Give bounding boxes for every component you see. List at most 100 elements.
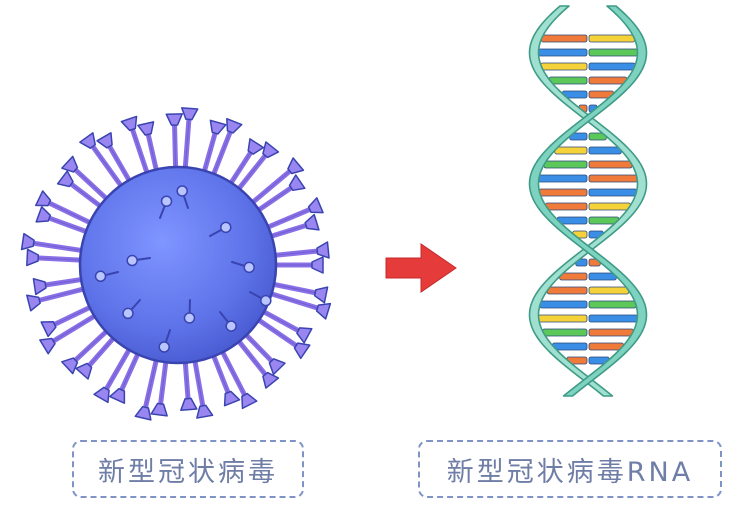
- virus-spike-outline: [51, 312, 100, 343]
- virus-spike-outline: [73, 327, 111, 362]
- virus-spikes: [20, 107, 332, 421]
- virus-spike-outline: [234, 336, 267, 377]
- virus-spike-cap: [32, 277, 47, 296]
- virus-surface-knob: [160, 195, 173, 207]
- rna-base: [545, 202, 588, 211]
- virus-spike-outline: [52, 304, 96, 326]
- rna-base: [588, 314, 639, 323]
- virus-spike: [145, 129, 161, 178]
- virus-spike: [225, 148, 255, 191]
- rna-base: [588, 188, 638, 197]
- rna-base: [588, 300, 637, 309]
- virus-spike-outline: [144, 354, 159, 410]
- virus-spike: [200, 128, 219, 179]
- virus-spike: [29, 240, 90, 254]
- virus-spike-cap: [93, 386, 110, 404]
- virus-spike-outline: [159, 356, 168, 406]
- virus-spike-cap: [262, 141, 280, 159]
- virus-spike-outline: [258, 308, 301, 332]
- virus-surface-knob: [183, 312, 196, 324]
- rna-strand: [528, 5, 648, 397]
- virus-spike-outline: [37, 287, 89, 302]
- virus-surface-knob: [126, 254, 138, 267]
- rna-base: [588, 342, 624, 351]
- virus-spike-cap: [26, 294, 41, 312]
- virus-spike-cap: [56, 170, 74, 188]
- coronavirus-icon: [20, 107, 332, 421]
- virus-spike-outline: [219, 346, 246, 397]
- virus-spike-cap: [35, 206, 52, 223]
- virus-spike: [182, 114, 192, 176]
- virus-spike-cap: [26, 248, 40, 267]
- rna-caption: 新型冠状病毒RNA: [418, 440, 722, 498]
- virus-spike-outline: [262, 208, 312, 230]
- virus-spike-outline: [248, 169, 292, 207]
- virus-spike-outline: [202, 131, 217, 177]
- virus-spike: [232, 151, 270, 196]
- virus-spike-cap: [180, 397, 198, 411]
- virus-spike-cap: [293, 342, 311, 360]
- virus-spike-outline: [105, 344, 133, 391]
- virus-spike: [157, 353, 170, 409]
- virus-surface-knob: [243, 261, 255, 274]
- rna-base: [588, 202, 631, 211]
- virus-spike-cap: [226, 117, 243, 134]
- virus-spike-cap: [311, 256, 324, 274]
- rna-base: [548, 76, 588, 85]
- virus-spike-cap: [61, 155, 79, 173]
- virus-spike: [260, 206, 315, 232]
- virus-spike-cap: [313, 286, 329, 304]
- virus-spike-cap: [209, 119, 227, 135]
- rna-base: [540, 62, 588, 71]
- virus-spike-outline: [269, 250, 320, 257]
- virus-surface-knob: [122, 307, 134, 320]
- virus-spike-outline: [73, 168, 111, 203]
- virus-spike-cap: [287, 157, 305, 175]
- virus-spike: [50, 302, 98, 328]
- virus-spike-cap: [307, 197, 324, 214]
- virus-spike: [103, 342, 135, 394]
- virus-surface-knob: [158, 341, 170, 353]
- virus-spike-cap: [109, 387, 126, 404]
- rna-helix-icon: [528, 5, 648, 397]
- rna-base: [554, 146, 588, 155]
- virus-spike: [239, 328, 276, 365]
- virus-spike-outline: [69, 182, 105, 210]
- virus-spike-outline: [253, 316, 299, 348]
- virus-spike: [263, 289, 322, 312]
- virus-spike-outline: [227, 150, 253, 188]
- virus-spike-cap: [20, 232, 35, 251]
- virus-spike-outline: [131, 127, 150, 178]
- virus-spike: [191, 353, 206, 411]
- virus-spike-outline: [253, 186, 294, 214]
- virus-surface-bumps: [94, 185, 272, 353]
- rna-base: [559, 272, 588, 281]
- rna-base: [539, 300, 588, 309]
- virus-spike-outline: [241, 330, 274, 363]
- rna-base: [588, 34, 636, 43]
- virus-spike-outline: [265, 224, 309, 239]
- virus-spike: [245, 167, 294, 209]
- virus-spike-cap: [79, 132, 96, 149]
- virus-spike: [71, 165, 114, 205]
- virus-surface-knob: [225, 320, 237, 332]
- virus-spike-outline: [31, 242, 88, 252]
- virus-spike: [209, 127, 234, 182]
- virus-spike-cap: [165, 113, 184, 126]
- virus-spike-outline: [268, 282, 318, 294]
- virus-spike: [142, 352, 161, 412]
- virus-spike-outline: [211, 129, 232, 180]
- virus-spike: [34, 285, 92, 304]
- rna-strand: [528, 5, 648, 397]
- virus-surface-knob: [94, 270, 107, 283]
- right-arrow-icon: [385, 243, 457, 293]
- virus-spike: [217, 344, 249, 400]
- virus-spike: [71, 325, 114, 365]
- virus-spike-outline: [47, 216, 92, 234]
- virus-spike-outline: [211, 350, 230, 395]
- rna-base: [552, 342, 588, 351]
- virus-spike: [118, 346, 143, 395]
- rna-base: [538, 188, 588, 197]
- virus-spike-cap: [316, 241, 330, 259]
